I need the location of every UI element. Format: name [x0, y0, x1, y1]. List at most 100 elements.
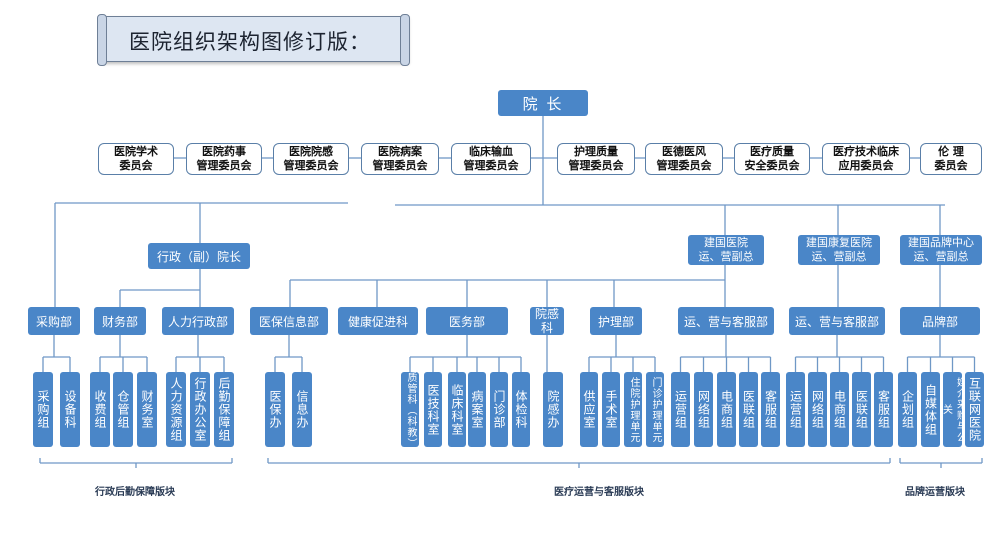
unit-box-3-1: 信息办: [292, 372, 312, 447]
unit-box-5-1-label: 医技科室: [426, 383, 440, 436]
unit-box-9-2: 电商组: [830, 372, 849, 447]
unit-box-7-3: 门诊护理单元: [646, 372, 664, 447]
unit-box-5-2: 临床科室: [448, 372, 466, 447]
unit-box-3-0-label: 医保办: [268, 390, 282, 429]
committee-box-2: 医院院感 管理委员会: [273, 143, 349, 175]
unit-box-10-1-label: 自媒体组: [923, 383, 938, 436]
department-box-8: 运、营与客服部: [678, 307, 774, 335]
department-box-1-label: 财务部: [101, 314, 138, 329]
department-box-6: 院感科: [530, 307, 564, 335]
unit-box-7-2: 住院护理单元: [624, 372, 642, 447]
department-box-4: 健康促进科: [338, 307, 418, 335]
department-box-9-label: 运、营与客服部: [794, 314, 879, 329]
department-box-7: 护理部: [590, 307, 642, 335]
unit-box-6-0-label: 院感办: [546, 390, 560, 429]
department-box-3-label: 医保信息部: [258, 314, 319, 329]
unit-box-8-2: 电商组: [717, 372, 736, 447]
unit-box-9-1-label: 网络组: [810, 390, 825, 429]
committee-box-4: 临床输血 管理委员会: [451, 143, 531, 175]
committee-box-0: 医院学术 委员会: [98, 143, 174, 175]
unit-box-1-1-label: 仓管组: [116, 390, 130, 429]
unit-box-7-3-label: 门诊护理单元: [650, 376, 661, 443]
unit-box-9-2-label: 电商组: [832, 390, 847, 429]
unit-box-9-4: 客服组: [874, 372, 893, 447]
unit-box-9-4-label: 客服组: [876, 390, 891, 429]
unit-box-1-1: 仓管组: [113, 372, 133, 447]
committee-box-4-label: 临床输血 管理委员会: [463, 145, 519, 172]
department-box-9: 运、营与客服部: [789, 307, 885, 335]
committee-box-9-label: 伦 理 委员会: [934, 145, 968, 172]
committee-box-6: 医德医风 管理委员会: [645, 143, 723, 175]
department-box-5-label: 医务部: [448, 314, 485, 329]
unit-box-1-2: 财务室: [137, 372, 157, 447]
title-banner: 医院组织架构图修订版：: [97, 14, 410, 66]
committee-box-8: 医疗技术临床 应用委员会: [822, 143, 910, 175]
unit-box-9-3-label: 医联组: [854, 390, 869, 429]
deputy-manager-box-0-label: 建国医院 运、营副总: [698, 236, 754, 263]
unit-box-10-1: 自媒体组: [921, 372, 940, 447]
department-box-7-label: 护理部: [597, 314, 634, 329]
unit-box-3-0: 医保办: [265, 372, 285, 447]
department-box-2: 人力行政部: [162, 307, 234, 335]
president-box: 院 长: [498, 90, 588, 116]
unit-box-6-0: 院感办: [543, 372, 563, 447]
committee-box-1: 医院药事 管理委员会: [186, 143, 262, 175]
committee-box-2-label: 医院院感 管理委员会: [283, 145, 339, 172]
unit-box-5-0: 质管科（科教）: [401, 372, 419, 449]
vice-president-admin-box: 行政（副）院长: [148, 243, 250, 269]
unit-box-2-1-label: 行政办公室: [193, 377, 207, 442]
unit-box-2-2: 后勤保障组: [214, 372, 234, 447]
unit-box-9-0-label: 运营组: [788, 390, 803, 429]
deputy-manager-box-1: 建国康复医院 运、营副总: [798, 235, 880, 265]
committee-box-3: 医院病案 管理委员会: [361, 143, 439, 175]
department-box-3: 医保信息部: [250, 307, 328, 335]
unit-box-2-2-label: 后勤保障组: [217, 377, 231, 442]
unit-box-8-4: 客服组: [761, 372, 780, 447]
president-box-label: 院 长: [522, 94, 564, 113]
unit-box-8-0: 运营组: [671, 372, 690, 447]
unit-box-5-4: 门诊部: [490, 372, 508, 447]
unit-box-5-2-label: 临床科室: [450, 383, 464, 436]
deputy-manager-box-2: 建国品牌中心 运、营副总: [900, 235, 982, 265]
unit-box-1-2-label: 财务室: [140, 390, 154, 429]
department-box-0: 采购部: [28, 307, 80, 335]
unit-box-3-1-label: 信息办: [295, 390, 309, 429]
department-box-2-label: 人力行政部: [167, 314, 228, 329]
unit-box-8-1: 网络组: [694, 372, 713, 447]
department-box-10: 品牌部: [900, 307, 980, 335]
unit-box-5-3: 病案室: [468, 372, 486, 447]
unit-box-0-0-label: 采购组: [36, 390, 50, 429]
unit-box-5-4-label: 门诊部: [492, 390, 506, 429]
unit-box-7-0: 供应室: [580, 372, 598, 447]
unit-box-7-1: 手术室: [602, 372, 620, 447]
section-label-1: 医疗运营与客服版块: [554, 487, 644, 498]
unit-box-7-2-label: 住院护理单元: [628, 376, 639, 443]
section-label-0: 行政后勤保障版块: [95, 487, 175, 498]
unit-box-5-5-label: 体检科: [514, 390, 528, 429]
unit-box-5-1: 医技科室: [424, 372, 442, 447]
unit-box-1-0: 收费组: [90, 372, 110, 447]
unit-box-10-0: 企划组: [898, 372, 917, 447]
unit-box-9-3: 医联组: [852, 372, 871, 447]
committee-box-1-label: 医院药事 管理委员会: [196, 145, 252, 172]
unit-box-5-0-label: 质管科（科教）: [405, 372, 416, 449]
unit-box-10-2-label: 媒介采购与公关: [940, 376, 966, 443]
unit-box-2-1: 行政办公室: [190, 372, 210, 447]
unit-box-8-0-label: 运营组: [673, 390, 688, 429]
department-box-8-label: 运、营与客服部: [683, 314, 768, 329]
department-box-4-label: 健康促进科: [347, 314, 408, 329]
unit-box-1-0-label: 收费组: [93, 390, 107, 429]
committee-box-5-label: 护理质量 管理委员会: [568, 145, 624, 172]
unit-box-2-0-label: 人力资源组: [169, 377, 183, 442]
unit-box-10-2: 媒介采购与公关: [941, 372, 966, 447]
unit-box-8-1-label: 网络组: [696, 390, 711, 429]
deputy-manager-box-0: 建国医院 运、营副总: [688, 235, 764, 265]
committee-box-7-label: 医疗质量 安全委员会: [744, 145, 800, 172]
unit-box-0-1: 设备科: [60, 372, 80, 447]
committee-box-6-label: 医德医风 管理委员会: [656, 145, 712, 172]
department-box-10-label: 品牌部: [921, 314, 958, 329]
unit-box-10-0-label: 企划组: [900, 390, 915, 429]
unit-box-0-0: 采购组: [33, 372, 53, 447]
unit-box-9-0: 运营组: [786, 372, 805, 447]
